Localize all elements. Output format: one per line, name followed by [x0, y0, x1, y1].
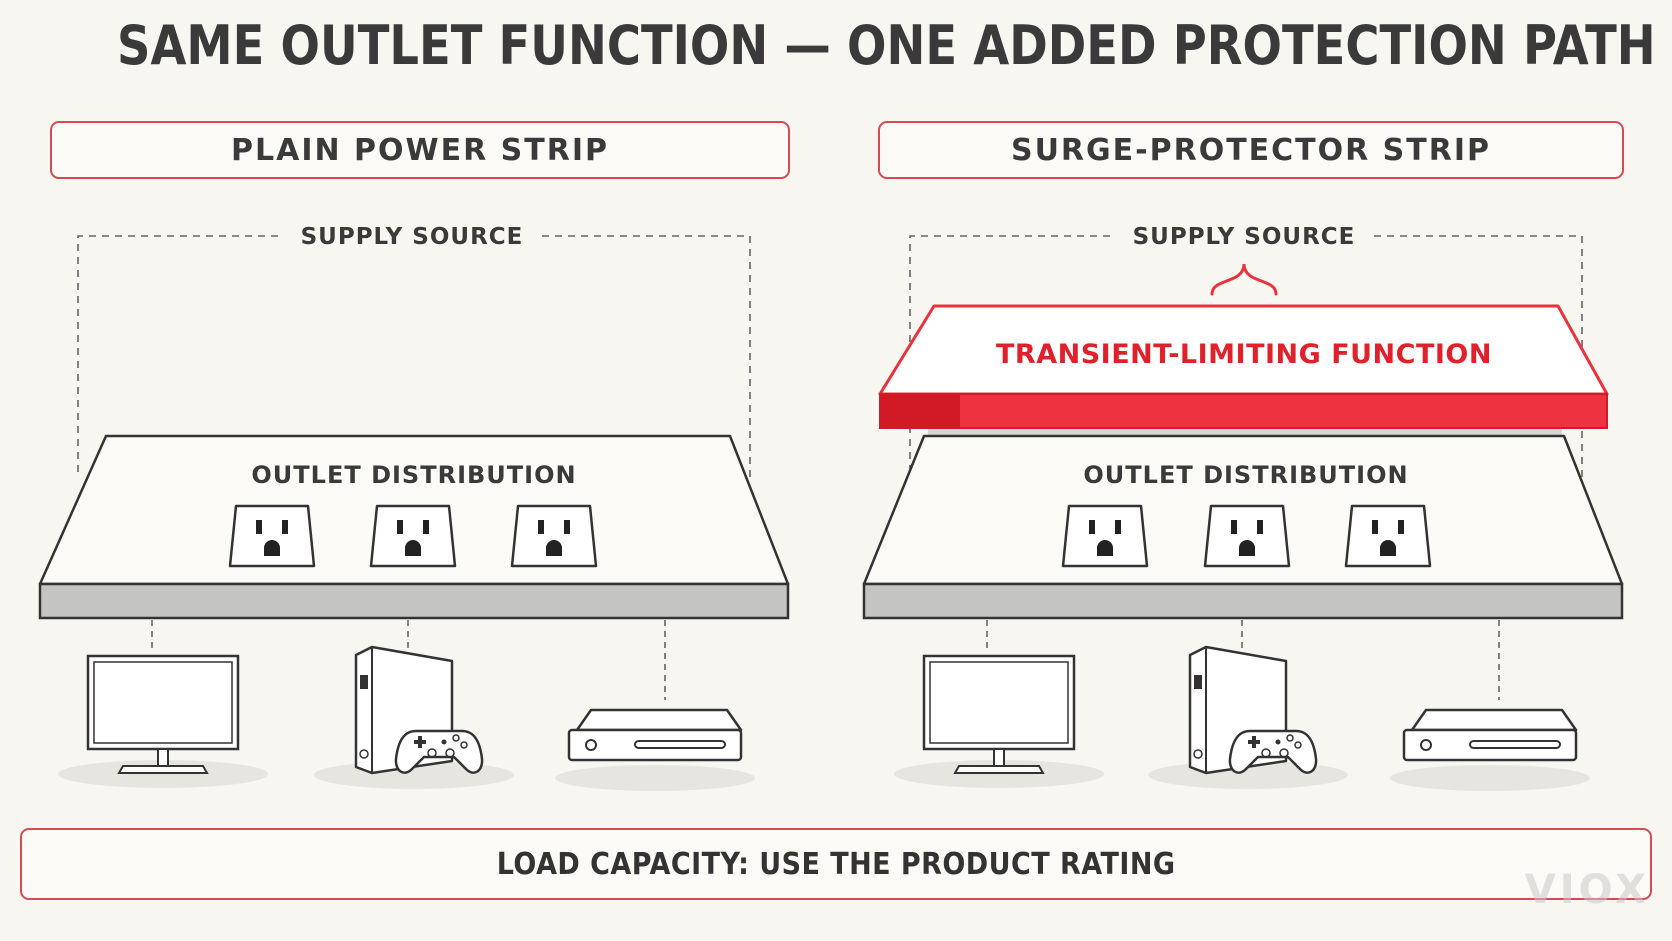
supply-label-left: SUPPLY SOURCE: [301, 224, 524, 250]
supply-connector-brace: [1210, 263, 1278, 296]
set-top-box-icon: [1388, 708, 1592, 793]
panel-header-surge: SURGE-PROTECTOR STRIP: [878, 121, 1624, 179]
brand-watermark: VIOX: [1524, 867, 1650, 913]
outlet-icon: [369, 504, 457, 568]
panel-header-plain: PLAIN POWER STRIP: [50, 121, 790, 179]
outlet-icon: [510, 504, 598, 568]
strip-front-face-right: [862, 582, 1624, 620]
supply-path-left: [77, 235, 751, 482]
page-title: SAME OUTLET FUNCTION — ONE ADDED PROTECT…: [117, 14, 1656, 77]
game-console-icon: [1146, 645, 1350, 791]
set-top-box-icon: [553, 708, 757, 793]
outlet-icon: [1061, 504, 1149, 568]
outlet-icon: [1344, 504, 1432, 568]
outlet-icon: [228, 504, 316, 568]
game-console-icon: [312, 645, 516, 791]
monitor-icon: [56, 654, 270, 790]
distribution-label-right: OUTLET DISTRIBUTION: [1083, 461, 1408, 489]
supply-label-right: SUPPLY SOURCE: [1133, 224, 1356, 250]
monitor-icon: [892, 654, 1106, 790]
strip-front-face-left: [38, 582, 790, 620]
distribution-label-left: OUTLET DISTRIBUTION: [251, 461, 576, 489]
outlet-icon: [1203, 504, 1291, 568]
protection-label: TRANSIENT-LIMITING FUNCTION: [996, 339, 1492, 370]
load-capacity-note: LOAD CAPACITY: USE THE PRODUCT RATING: [20, 828, 1652, 900]
load-capacity-text: LOAD CAPACITY: USE THE PRODUCT RATING: [496, 846, 1176, 882]
surge-strip-diagram: SUPPLY SOURCE OUTLET DISTRIBUTION TRANSI…: [862, 224, 1624, 793]
transient-limiting-block: TRANSIENT-LIMITING FUNCTION: [878, 304, 1609, 429]
plain-strip-diagram: SUPPLY SOURCE OUTLET DISTRIBUTION: [38, 224, 790, 793]
